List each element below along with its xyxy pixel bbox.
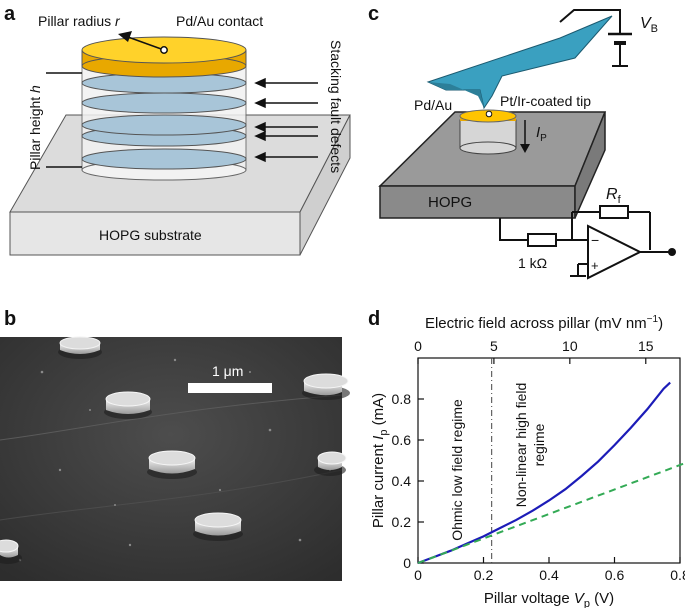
resistor-label: 1 kΩ <box>518 255 547 271</box>
sem-pillar <box>104 391 152 419</box>
x-axis-label: Pillar voltage Vp (V) <box>484 590 614 608</box>
x-tick-label: 0.2 <box>474 567 494 583</box>
top-tick-label: 0 <box>414 338 422 354</box>
contact-label: Pd/Au contact <box>176 13 263 29</box>
panel-a-illustration <box>9 31 351 256</box>
panel-b-letter: b <box>4 308 16 330</box>
panel-c-letter: c <box>368 3 379 25</box>
sem-pillar <box>193 512 243 541</box>
y-tick-label: 0.2 <box>392 514 412 530</box>
substrate-label: HOPG substrate <box>99 227 202 243</box>
top-tick-label: 10 <box>562 338 578 354</box>
sem-pillar <box>0 539 22 564</box>
sem-image <box>0 336 350 581</box>
x-tick-label: 0 <box>414 567 422 583</box>
rf-label: Rf <box>606 186 622 206</box>
panel-a-letter: a <box>4 3 16 25</box>
tip-label: Pt/Ir-coated tip <box>500 93 591 109</box>
vb-label: VB <box>640 15 658 35</box>
sem-pillar <box>302 373 350 400</box>
pillar-radius-label: Pillar radius r <box>38 13 121 29</box>
sem-pillar <box>147 450 197 479</box>
y-tick-label: 0.8 <box>392 391 412 407</box>
stacking-fault-label: Stacking fault defects <box>328 40 344 173</box>
substrate-side <box>299 114 351 256</box>
panel-c-illustration <box>378 9 676 280</box>
hopg-side <box>574 111 606 219</box>
op-amp <box>587 224 643 280</box>
top-tick-label: 5 <box>490 338 498 354</box>
y-tick-label: 0.6 <box>392 432 412 448</box>
top-axis-label: Electric field across pillar (mV nm−1) <box>425 314 663 332</box>
stacking-fault-layers <box>81 72 247 170</box>
op-amp-minus: − <box>591 232 599 248</box>
op-amp-plus: + <box>591 258 599 273</box>
pillar-height-label: Pillar height h <box>27 85 43 170</box>
panel-d-letter: d <box>368 308 380 330</box>
scale-bar-label: 1 μm <box>212 363 243 379</box>
top-tick-label: 15 <box>638 338 654 354</box>
sem-pillar <box>58 336 102 359</box>
ip-label: IP <box>536 124 547 144</box>
x-tick-label: 0.6 <box>605 567 625 583</box>
sem-pillar <box>314 451 347 476</box>
y-tick-label: 0.4 <box>392 473 412 489</box>
x-tick-label: 0.4 <box>539 567 559 583</box>
y-axis-label: Pillar current Ip (mA) <box>370 393 390 528</box>
y-tick-label: 0 <box>403 555 411 571</box>
ohmic-regime-label: Ohmic low field regime <box>449 399 465 541</box>
nonlinear-regime-label-line2: regime <box>531 423 547 466</box>
pdau-label: Pd/Au <box>414 97 452 113</box>
x-tick-label: 0.8 <box>670 567 685 583</box>
nonlinear-regime-label-line1: Non-linear high field <box>513 383 529 508</box>
hopg-front <box>379 185 576 219</box>
scale-bar <box>188 383 272 393</box>
hopg-label: HOPG <box>428 194 472 211</box>
